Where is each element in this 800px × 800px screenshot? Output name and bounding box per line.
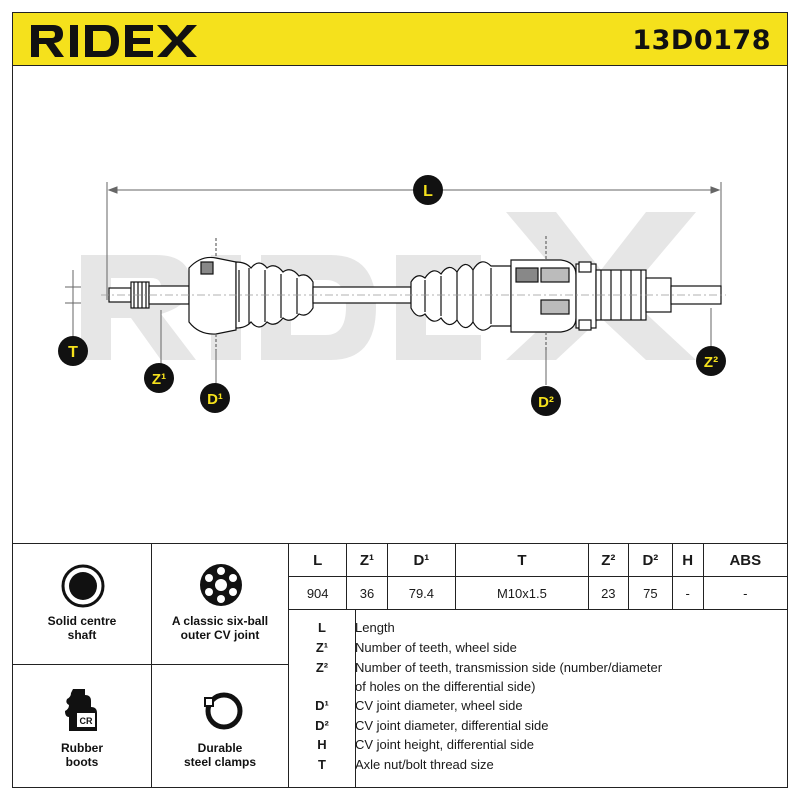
feature-solid-shaft: Solid centre shaft	[13, 544, 152, 665]
spec-value: M10x1.5	[455, 576, 589, 610]
legend-key: D¹	[315, 698, 329, 713]
legend-key: L	[318, 620, 326, 635]
label-Z1: Z¹	[144, 363, 174, 393]
spec-value: 23	[588, 576, 629, 610]
feature-label: shaft	[67, 628, 97, 642]
legend-desc: Number of teeth, wheel side	[355, 640, 517, 655]
label-D1: D¹	[200, 383, 230, 413]
feature-steel-clamps: Durable steel clamps	[152, 665, 289, 787]
svg-text:Z¹: Z¹	[152, 371, 166, 388]
legend-desc: Axle nut/bolt thread size	[355, 757, 494, 772]
svg-text:CR: CR	[80, 716, 93, 726]
legend-key: Z²	[315, 660, 329, 675]
legend-desc: CV joint height, differential side	[355, 737, 534, 752]
spec-value: 75	[628, 576, 673, 610]
feature-label: outer CV joint	[180, 628, 260, 642]
feature-label: Solid centre	[47, 614, 117, 628]
feature-label: A classic six-ball	[171, 614, 269, 628]
spec-value: -	[672, 576, 704, 610]
svg-text:D¹: D¹	[207, 391, 223, 408]
header-bar: 13D0178	[12, 12, 788, 66]
legend-row: Z¹ Number of teeth, wheel side	[289, 638, 787, 658]
legend: L Length Z¹ Number of teeth, wheel side …	[289, 610, 787, 788]
legend-divider	[355, 610, 356, 788]
label-Z2: Z²	[696, 346, 726, 376]
spec-header: Z²	[588, 544, 629, 577]
legend-row: D² CV joint diameter, differential side	[289, 716, 787, 736]
svg-text:T: T	[68, 344, 78, 361]
svg-text:D²: D²	[538, 394, 554, 411]
label-L: L	[413, 175, 443, 205]
legend-desc: CV joint diameter, differential side	[355, 718, 549, 733]
legend-key: Z¹	[315, 640, 329, 655]
solid-shaft-icon	[61, 564, 105, 608]
legend-row: D¹ CV joint diameter, wheel side	[289, 696, 787, 716]
part-number: 13D0178	[632, 25, 771, 56]
spec-header-row: L Z¹ D¹ T Z² D² H ABS	[289, 544, 787, 577]
spec-value: -	[703, 576, 787, 610]
spec-header: L	[289, 544, 348, 577]
spec-value: 904	[289, 576, 348, 610]
spec-header: D²	[628, 544, 673, 577]
feature-label: Rubber	[61, 741, 103, 755]
spec-header: T	[455, 544, 589, 577]
legend-row: T Axle nut/bolt thread size	[289, 755, 787, 775]
spec-header: Z¹	[346, 544, 388, 577]
legend-desc: CV joint diameter, wheel side	[355, 698, 523, 713]
drive-shaft-drawing: L T Z¹ D¹ D² Z²	[58, 175, 726, 416]
legend-desc: Length	[355, 620, 395, 635]
spec-header: H	[672, 544, 704, 577]
ridex-logo	[31, 25, 197, 57]
steel-clamp-icon	[204, 692, 243, 730]
technical-drawing-frame: L T Z¹ D¹ D² Z²	[12, 66, 788, 544]
rubber-boot-icon: CR	[65, 689, 97, 731]
legend-row: H CV joint height, differential side	[289, 735, 787, 755]
feature-rubber-boots: CR Rubber boots	[13, 665, 152, 787]
drive-shaft	[101, 236, 726, 350]
legend-row: of holes on the differential side)	[289, 677, 787, 697]
spec-header: D¹	[387, 544, 457, 577]
label-T: T	[58, 336, 88, 366]
spec-value-row: 904 36 79.4 M10x1.5 23 75 - -	[289, 576, 787, 610]
svg-text:Z²: Z²	[704, 354, 718, 371]
feature-six-ball-joint: A classic six-ball outer CV joint	[152, 544, 289, 665]
legend-key: D²	[315, 718, 329, 733]
feature-label: steel clamps	[183, 755, 257, 769]
label-D2: D²	[531, 386, 561, 416]
legend-key: H	[317, 737, 327, 752]
spec-table: L Z¹ D¹ T Z² D² H ABS 904 36 79.4 M10x1.…	[289, 544, 787, 610]
legend-key: T	[318, 757, 326, 772]
legend-row: L Length	[289, 618, 787, 638]
legend-desc: of holes on the differential side)	[355, 679, 536, 694]
specification-panel: Solid centre shaft A classic six-ball ou…	[12, 543, 788, 788]
svg-text:L: L	[423, 183, 433, 200]
leader-lines	[65, 270, 712, 385]
six-ball-joint-icon	[200, 564, 242, 606]
legend-desc: Number of teeth, transmission side (numb…	[355, 660, 663, 675]
legend-row: Z² Number of teeth, transmission side (n…	[289, 658, 787, 678]
feature-label: boots	[65, 755, 99, 769]
spec-header: ABS	[703, 544, 787, 577]
feature-label: Durable	[197, 741, 243, 755]
spec-value: 36	[346, 576, 388, 610]
spec-value: 79.4	[387, 576, 457, 610]
